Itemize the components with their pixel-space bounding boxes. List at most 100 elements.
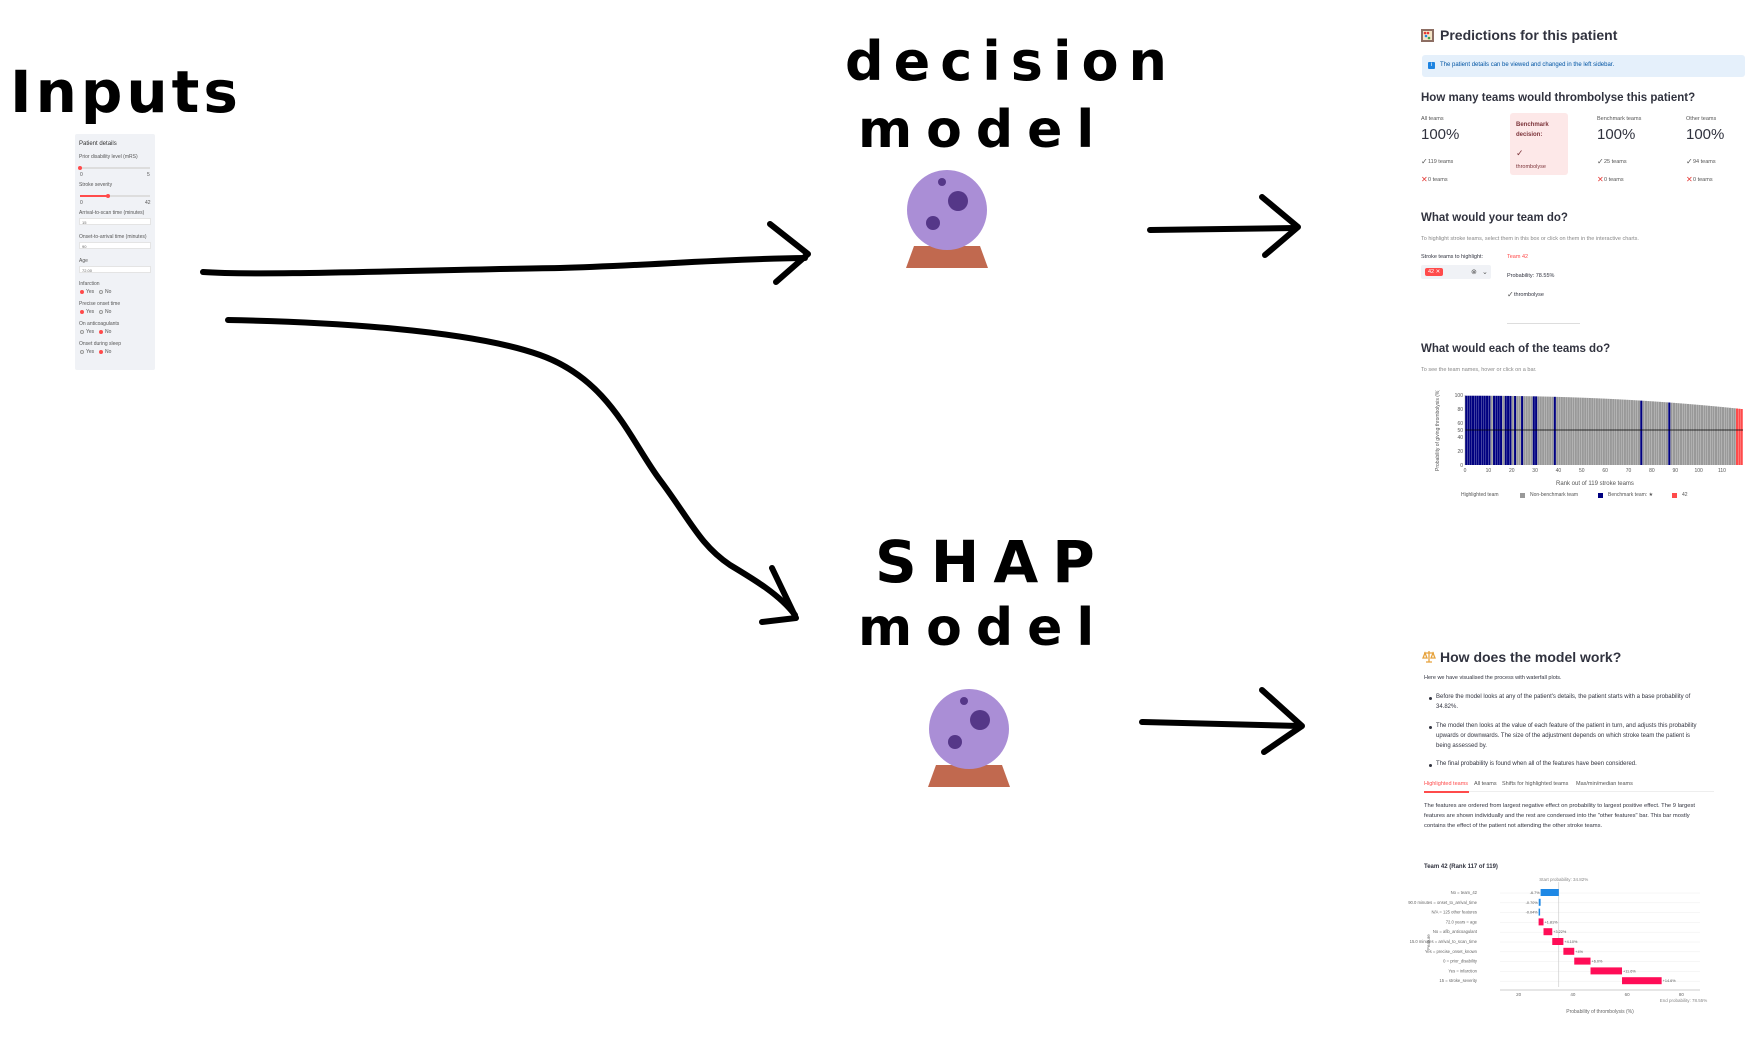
- radio-yes[interactable]: [80, 310, 84, 314]
- chart-bar: [1537, 396, 1540, 465]
- chart-bar: [1509, 395, 1512, 465]
- feature-label: Yes = infarction: [1448, 968, 1477, 973]
- stroke-severity-slider[interactable]: [80, 195, 150, 197]
- radio-yes[interactable]: [80, 350, 84, 354]
- model-bullet: The model then looks at the value of eac…: [1436, 723, 1697, 749]
- arrow-head-decision: [767, 221, 811, 285]
- prior-disability-slider[interactable]: [80, 167, 150, 169]
- effect-label: -0.04%: [1526, 911, 1539, 915]
- arrival-to-scan-input[interactable]: 15: [79, 218, 151, 225]
- other-teams-label: Other teams: [1686, 116, 1717, 122]
- divider: [1507, 323, 1580, 324]
- radio-yes[interactable]: [80, 290, 84, 294]
- x-tick-label: 60: [1602, 468, 1608, 474]
- effect-label: +4.10%: [1564, 940, 1578, 944]
- radio-no[interactable]: [99, 290, 103, 294]
- other-teams-value: 100%: [1686, 126, 1725, 143]
- benchmark-label: Benchmark decision:: [1516, 122, 1549, 138]
- check-icon: ✓: [1421, 157, 1428, 166]
- chart-bar: [1565, 397, 1568, 465]
- tab-all-teams[interactable]: All teams: [1474, 781, 1497, 787]
- chart-bar: [1535, 396, 1538, 465]
- radio-no[interactable]: [99, 330, 103, 334]
- model-bullet: The final probability is found when all …: [1436, 761, 1637, 767]
- chart-bar: [1726, 407, 1729, 465]
- chart-bar: [1574, 397, 1577, 465]
- x-tick-label: 50: [1579, 468, 1585, 474]
- x-tick-label: 90: [1672, 468, 1678, 474]
- radio-yes[interactable]: [80, 330, 84, 334]
- chart-bar: [1640, 400, 1643, 465]
- benchmark-teams-zero: 0 teams: [1604, 177, 1624, 183]
- chart-bar: [1628, 399, 1631, 465]
- chart-bar: [1591, 398, 1594, 465]
- x-tick-label: 100: [1694, 468, 1703, 474]
- x-tick-label: 10: [1486, 468, 1492, 474]
- chart-bar: [1523, 396, 1526, 465]
- chart-bar: [1665, 402, 1669, 465]
- tab-max-min-median[interactable]: Max/min/median teams: [1576, 781, 1633, 787]
- chart-bar: [1553, 396, 1556, 465]
- chart-bar: [1616, 399, 1619, 465]
- feature-label: 15.0 minutes = arrival_to_scan_time: [1410, 939, 1478, 944]
- chart-bar: [1663, 402, 1666, 465]
- radio-no[interactable]: [99, 350, 103, 354]
- slider-handle[interactable]: [106, 194, 110, 198]
- other-teams-count: 94 teams: [1693, 159, 1716, 165]
- radio-no[interactable]: [99, 310, 103, 314]
- other-teams-zero: 0 teams: [1693, 177, 1713, 183]
- team-probability: Probability: 78.55%: [1507, 273, 1555, 279]
- field-label: Infarction: [79, 281, 100, 287]
- chart-bar: [1649, 401, 1652, 465]
- chart-bar: [1567, 397, 1570, 465]
- waterfall-chart[interactable]: Start probability: 34.82%No = team_42-6.…: [1395, 872, 1725, 1032]
- slider-handle[interactable]: [78, 166, 82, 170]
- y-tick-label: 80: [1457, 407, 1463, 413]
- age-input[interactable]: 72.00: [79, 266, 151, 273]
- onset-to-arrival-input[interactable]: 90: [79, 242, 151, 249]
- chart-bar: [1521, 396, 1524, 465]
- chart-bar: [1719, 406, 1722, 465]
- chart-bar: [1689, 404, 1692, 465]
- team-name: Team 42: [1507, 254, 1529, 260]
- chart-bar: [1728, 407, 1732, 465]
- tab-shifts[interactable]: Shifts for highlighted teams: [1502, 781, 1569, 787]
- x-tick-label: 40: [1570, 992, 1576, 997]
- effect-label: +11.6%: [1623, 969, 1636, 973]
- your-team-question: What would your team do?: [1421, 212, 1568, 224]
- tab-highlighted-teams[interactable]: Highlighted teams: [1424, 781, 1469, 787]
- waterfall-bar: [1538, 908, 1541, 916]
- chart-bar: [1497, 395, 1500, 465]
- chart-bar: [1612, 399, 1615, 465]
- model-bullet: Before the model looks at any of the pat…: [1436, 694, 1691, 710]
- feature-label: N/A = 125 other features: [1431, 910, 1477, 915]
- chart-bar: [1581, 397, 1584, 465]
- cross-icon: ✕: [1597, 175, 1604, 184]
- chart-bar: [1731, 408, 1734, 465]
- chart-bar: [1672, 402, 1676, 465]
- x-tick-label: 60: [1625, 992, 1631, 997]
- chart-bar: [1647, 401, 1650, 465]
- model-description: The features are ordered from largest ne…: [1424, 803, 1695, 829]
- chart-bar: [1546, 396, 1549, 465]
- benchmark-teams-count: 25 teams: [1604, 159, 1627, 165]
- shap-model-label-line1: SHAP: [875, 528, 1109, 596]
- selected-team-tag[interactable]: 42 ✕: [1425, 268, 1444, 276]
- clear-icon[interactable]: ⊗: [1471, 269, 1477, 276]
- slider-max: 5: [147, 172, 150, 178]
- arrow-shap-to-model: [1139, 719, 1303, 729]
- model-intro: Here we have visualised the process with…: [1424, 675, 1562, 681]
- slider-fill: [80, 195, 108, 197]
- slider-min: 0: [80, 200, 83, 206]
- chart-bar: [1679, 403, 1683, 465]
- chart-bar: [1630, 400, 1633, 465]
- chart-bar: [1635, 400, 1638, 465]
- feature-label: No = team_42: [1451, 890, 1478, 895]
- chart-bar: [1658, 401, 1662, 465]
- chevron-down-icon[interactable]: ⌄: [1482, 269, 1488, 276]
- check-icon: ✓: [1686, 157, 1693, 166]
- arrow-decision-to-predictions: [1147, 225, 1298, 233]
- y-tick-label: 100: [1455, 393, 1464, 399]
- select-label: Stroke teams to highlight:: [1421, 254, 1484, 260]
